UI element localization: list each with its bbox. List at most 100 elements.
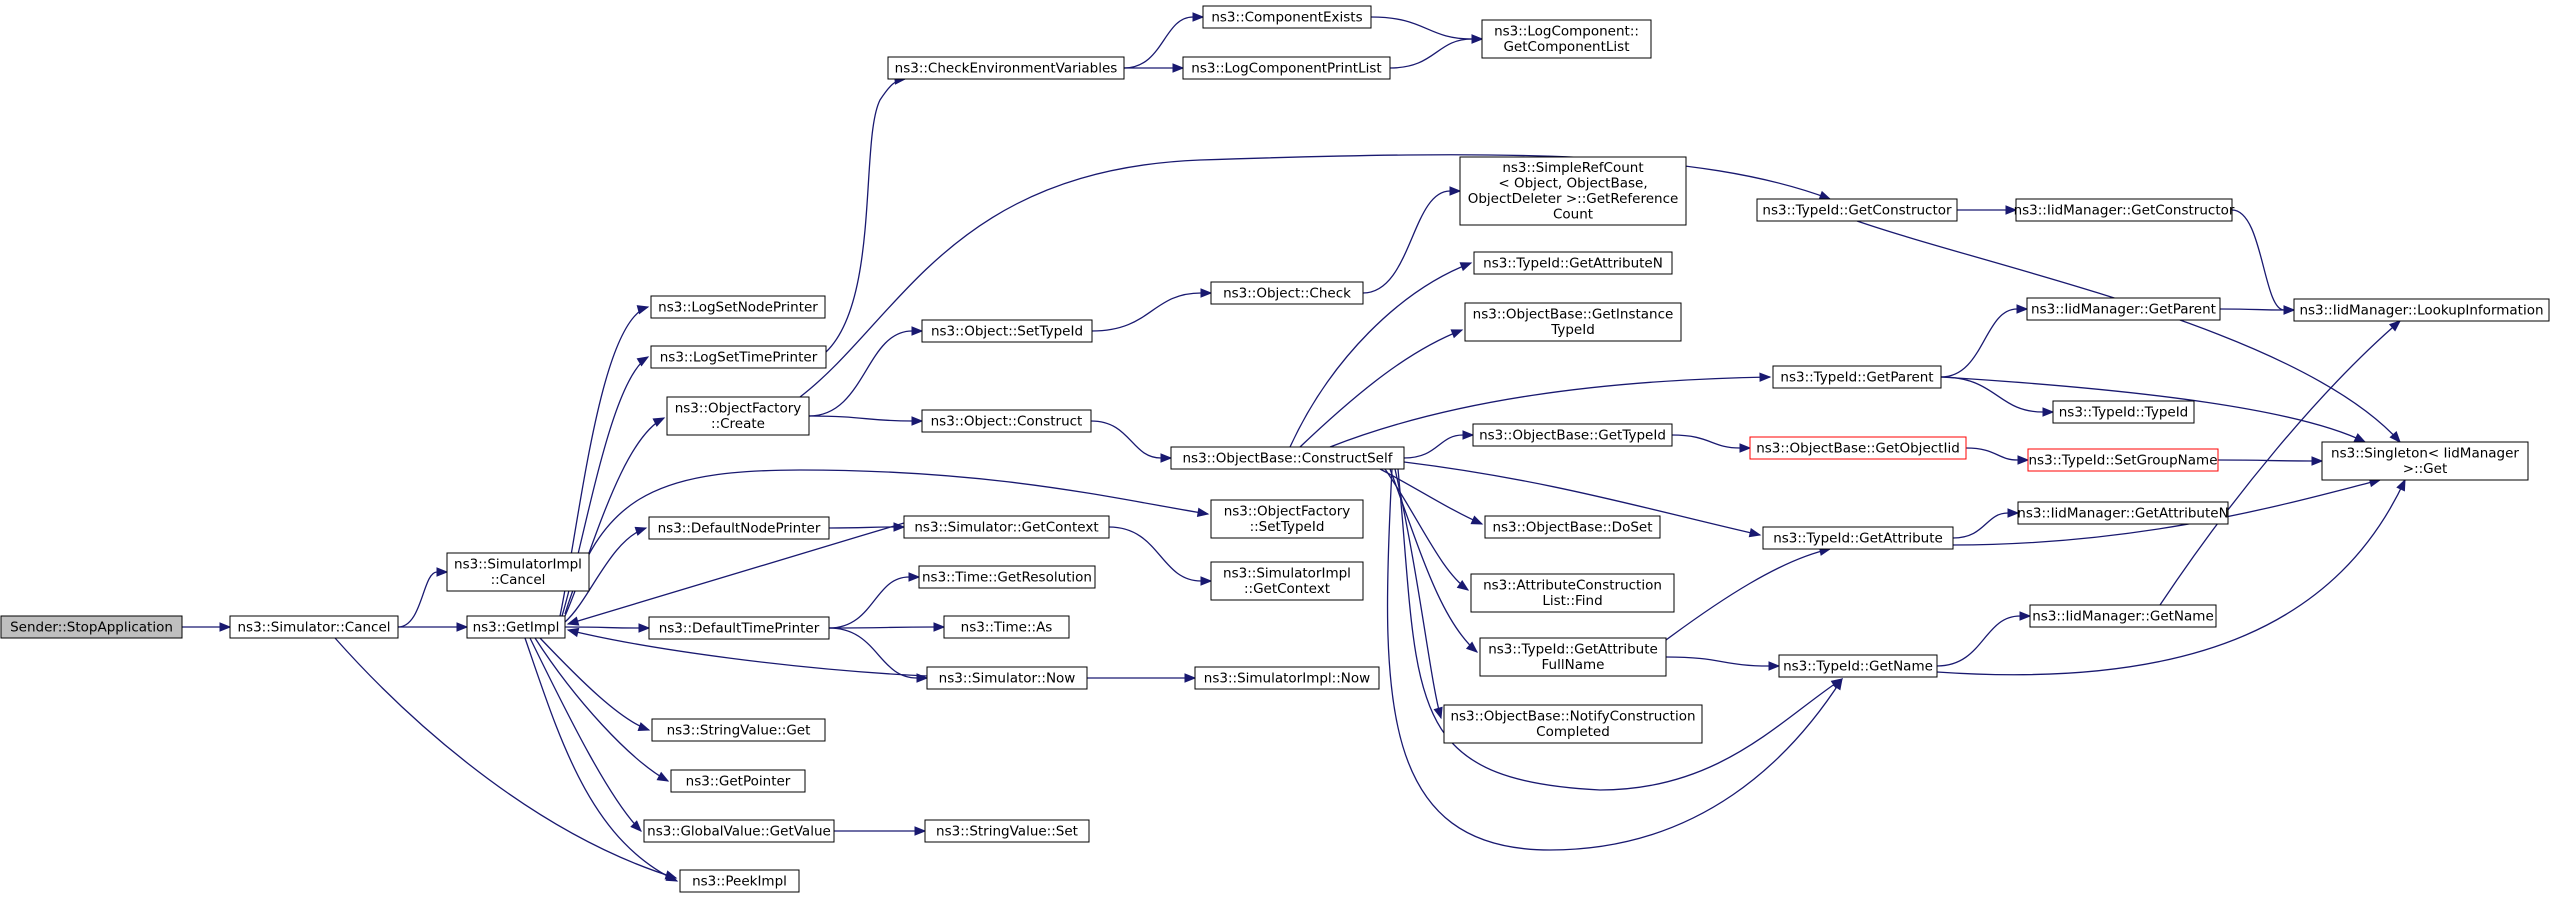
graph-node-ns3-singleton-iidmanager-get[interactable]: ns3::Singleton< IidManager>::Get	[2321, 441, 2529, 481]
call-graph-nodes: Sender::StopApplication ns3::Simulator::C…	[0, 5, 2550, 893]
graph-node-label: ns3::Simulator::GetContext	[914, 519, 1098, 535]
graph-node-label: ns3::Simulator::Cancel	[237, 619, 390, 635]
graph-node-label: ns3::LogSetTimePrinter	[660, 349, 818, 365]
graph-node-label: ns3::IidManager::GetParent	[2031, 301, 2216, 317]
graph-node-label: < Object, ObjectBase,	[1498, 176, 1647, 192]
graph-node-label: ns3::LogSetNodePrinter	[658, 299, 818, 315]
graph-node-label: ::SetTypeId	[1250, 519, 1325, 535]
graph-node-ns3-objectbase-getobjectiid[interactable]: ns3::ObjectBase::GetObjectIid	[1749, 436, 1967, 460]
graph-node-ns3-time-as[interactable]: ns3::Time::As	[943, 615, 1070, 639]
graph-node-label: ns3::SimpleRefCount	[1502, 160, 1643, 176]
graph-node-ns3-objectbase-gettypeid[interactable]: ns3::ObjectBase::GetTypeId	[1472, 423, 1673, 447]
graph-node-ns3-defaultnodeprinter[interactable]: ns3::DefaultNodePrinter	[648, 516, 830, 540]
graph-node-ns3-objectfactory-settypeid[interactable]: ns3::ObjectFactory::SetTypeId	[1210, 499, 1364, 539]
graph-node-ns3-typeid-getattribute[interactable]: ns3::TypeId::GetAttribute	[1762, 526, 1954, 550]
call-edge	[1087, 673, 1197, 683]
graph-node-ns3-simulator-getcontext[interactable]: ns3::Simulator::GetContext	[903, 515, 1110, 539]
graph-node-ns3-simplerefcount-object-objectbase-objectdeleter-getreference-count[interactable]: ns3::SimpleRefCount< Object, ObjectBase,…	[1459, 156, 1687, 226]
call-edge	[1403, 430, 1475, 459]
call-edge	[564, 623, 651, 633]
graph-node-ns3-componentexists[interactable]: ns3::ComponentExists	[1202, 5, 1372, 29]
graph-node-label: ns3::ObjectBase::ConstructSelf	[1183, 450, 1394, 466]
call-edge	[1123, 12, 1205, 69]
graph-node-ns3-iidmanager-getparent[interactable]: ns3::IidManager::GetParent	[2026, 297, 2221, 321]
call-edge	[1671, 434, 1752, 453]
graph-node-label: ns3::GetImpl	[473, 619, 560, 635]
graph-node-ns3-stringvalue-get[interactable]: ns3::StringValue::Get	[651, 718, 826, 742]
graph-node-ns3-iidmanager-getname[interactable]: ns3::IidManager::GetName	[2029, 604, 2217, 628]
graph-node-ns3-iidmanager-lookupinformation[interactable]: ns3::IidManager::LookupInformation	[2293, 298, 2550, 322]
graph-node-ns3-typeid-getattributen[interactable]: ns3::TypeId::GetAttributeN	[1473, 251, 1673, 275]
graph-node-sender-stopapplication[interactable]: Sender::StopApplication	[0, 615, 183, 639]
graph-node-label: Completed	[1536, 724, 1610, 740]
graph-node-ns3-checkenvironmentvariables[interactable]: ns3::CheckEnvironmentVariables	[887, 56, 1125, 80]
graph-node-label: ns3::IidManager::GetName	[2032, 608, 2214, 624]
graph-node-label: ns3::SimulatorImpl::Now	[1204, 670, 1370, 686]
graph-node-ns3-simulatorimpl-getcontext[interactable]: ns3::SimulatorImpl::GetContext	[1210, 561, 1364, 601]
call-edge	[529, 637, 642, 832]
graph-node-ns3-time-getresolution[interactable]: ns3::Time::GetResolution	[918, 565, 1096, 589]
call-edge	[1665, 546, 1832, 641]
call-edge	[1936, 611, 2032, 667]
call-edge	[2159, 320, 2402, 606]
graph-node-label: ns3::GlobalValue::GetValue	[647, 823, 831, 839]
graph-node-ns3-objectbase-constructself[interactable]: ns3::ObjectBase::ConstructSelf	[1170, 446, 1405, 470]
call-edge	[825, 75, 907, 353]
graph-node-ns3-logcomponent-getcomponentlist[interactable]: ns3::LogComponent::GetComponentList	[1481, 19, 1652, 59]
graph-node-label: ns3::TypeId::GetName	[1783, 658, 1933, 674]
graph-node-label: ns3::IidManager::GetConstructor	[2014, 202, 2235, 218]
graph-node-ns3-simulator-now[interactable]: ns3::Simulator::Now	[926, 666, 1088, 690]
graph-node-ns3-object-construct[interactable]: ns3::Object::Construct	[921, 409, 1092, 433]
graph-node-ns3-objectbase-notifyconstruction-completed[interactable]: ns3::ObjectBase::NotifyConstructionCompl…	[1443, 704, 1703, 744]
graph-node-ns3-typeid-setgroupname[interactable]: ns3::TypeId::SetGroupName	[2027, 448, 2219, 472]
call-edge	[534, 637, 670, 782]
graph-node-label: ns3::Time::As	[961, 619, 1053, 635]
graph-node-ns3-simulator-cancel[interactable]: ns3::Simulator::Cancel	[229, 615, 399, 639]
call-edge	[1108, 526, 1213, 586]
graph-node-ns3-objectbase-doset[interactable]: ns3::ObjectBase::DoSet	[1484, 515, 1661, 539]
graph-node-label: ns3::ComponentExists	[1211, 9, 1362, 25]
graph-node-ns3-objectfactory-create[interactable]: ns3::ObjectFactory::Create	[666, 396, 810, 436]
graph-node-ns3-simulatorimpl-cancel[interactable]: ns3::SimulatorImpl::Cancel	[446, 552, 590, 592]
graph-node-label: ns3::SimulatorImpl	[1223, 566, 1351, 582]
graph-node-label: ns3::CheckEnvironmentVariables	[895, 60, 1118, 76]
graph-node-label: ns3::TypeId::TypeId	[2059, 404, 2189, 420]
graph-node-label: ns3::StringValue::Set	[936, 823, 1078, 839]
call-edge	[2231, 209, 2296, 315]
graph-node-ns3-logsettimeprinter[interactable]: ns3::LogSetTimePrinter	[650, 345, 827, 369]
call-edge	[1389, 34, 1484, 69]
call-edge	[1665, 656, 1781, 671]
graph-node-ns3-object-settypeid[interactable]: ns3::Object::SetTypeId	[921, 319, 1093, 343]
graph-node-label: FullName	[1542, 657, 1605, 673]
graph-node-ns3-object-check[interactable]: ns3::Object::Check	[1210, 281, 1364, 305]
call-edge	[1289, 262, 1473, 448]
graph-node-label: Count	[1553, 207, 1593, 223]
graph-node-label: ns3::LogComponentPrintList	[1191, 60, 1381, 76]
graph-node-ns3-logcomponentprintlist[interactable]: ns3::LogComponentPrintList	[1182, 56, 1391, 80]
call-edge	[1386, 468, 1843, 851]
call-edge	[828, 627, 929, 683]
graph-node-label: ns3::Object::Construct	[931, 413, 1083, 429]
graph-node-ns3-peekimpl[interactable]: ns3::PeekImpl	[679, 869, 800, 893]
call-edge	[1936, 478, 2406, 676]
call-edge	[1299, 329, 1464, 448]
graph-node-ns3-iidmanager-getattributen[interactable]: ns3::IidManager::GetAttributeN	[2017, 501, 2229, 525]
graph-node-ns3-stringvalue-set[interactable]: ns3::StringValue::Set	[924, 819, 1090, 843]
call-edge	[1090, 420, 1173, 463]
graph-node-ns3-simulatorimpl-now[interactable]: ns3::SimulatorImpl::Now	[1194, 666, 1380, 690]
graph-node-ns3-iidmanager-getconstructor[interactable]: ns3::IidManager::GetConstructor	[2014, 198, 2235, 222]
call-edge	[182, 622, 232, 632]
graph-node-ns3-logsetnodeprinter[interactable]: ns3::LogSetNodePrinter	[650, 295, 826, 319]
graph-node-ns3-typeid-typeid[interactable]: ns3::TypeId::TypeId	[2052, 400, 2195, 424]
graph-node-ns3-defaulttimeprinter[interactable]: ns3::DefaultTimePrinter	[648, 616, 830, 640]
graph-node-ns3-typeid-getname[interactable]: ns3::TypeId::GetName	[1778, 654, 1938, 678]
graph-node-ns3-getimpl[interactable]: ns3::GetImpl	[466, 615, 566, 639]
graph-node-label: GetComponentList	[1503, 39, 1629, 55]
graph-node-ns3-getpointer[interactable]: ns3::GetPointer	[670, 769, 806, 793]
graph-node-ns3-typeid-getconstructor[interactable]: ns3::TypeId::GetConstructor	[1756, 198, 1958, 222]
graph-node-ns3-globalvalue-getvalue[interactable]: ns3::GlobalValue::GetValue	[643, 819, 835, 843]
graph-node-ns3-typeid-getparent[interactable]: ns3::TypeId::GetParent	[1772, 365, 1942, 389]
